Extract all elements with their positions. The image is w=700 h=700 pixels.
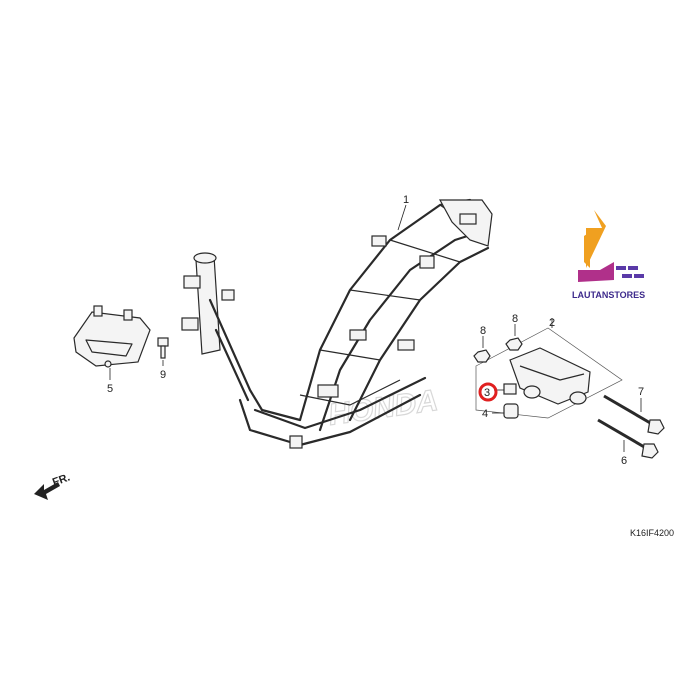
honda-watermark: HONDA [326,384,440,432]
store-name: LAUTANSTORES [572,290,645,300]
front-direction-indicator: FR. [34,471,72,500]
nut-8-left [473,349,491,363]
bushing-4 [503,403,519,419]
callout-2: 2 [549,317,555,329]
engine-hanger-part [509,347,591,405]
callout-4: 4 [482,408,488,420]
callout-5: 5 [107,383,113,395]
front-label: FR. [51,471,72,488]
callout-6: 6 [621,455,627,467]
callout-8-left: 8 [480,325,486,337]
bolt-6 [597,418,659,459]
step-bracket-part [73,305,151,368]
callout-3: 3 [484,387,490,399]
bolt-9 [157,337,169,359]
main-frame [181,198,493,449]
callout-1: 1 [403,194,409,206]
callout-8-right: 8 [512,313,518,325]
nut-8-right [505,337,523,351]
bolt-7 [603,394,665,435]
store-logo: LAUTANSTORES [572,210,645,300]
diagram-code: K16IF4200 [630,528,674,538]
callout-9: 9 [160,369,166,381]
highlight-circle-3 [478,382,498,402]
front-arrow-icon [34,482,60,500]
callout-7: 7 [638,386,644,398]
logo-arrow-icon [586,210,606,268]
collar-3 [503,383,517,395]
